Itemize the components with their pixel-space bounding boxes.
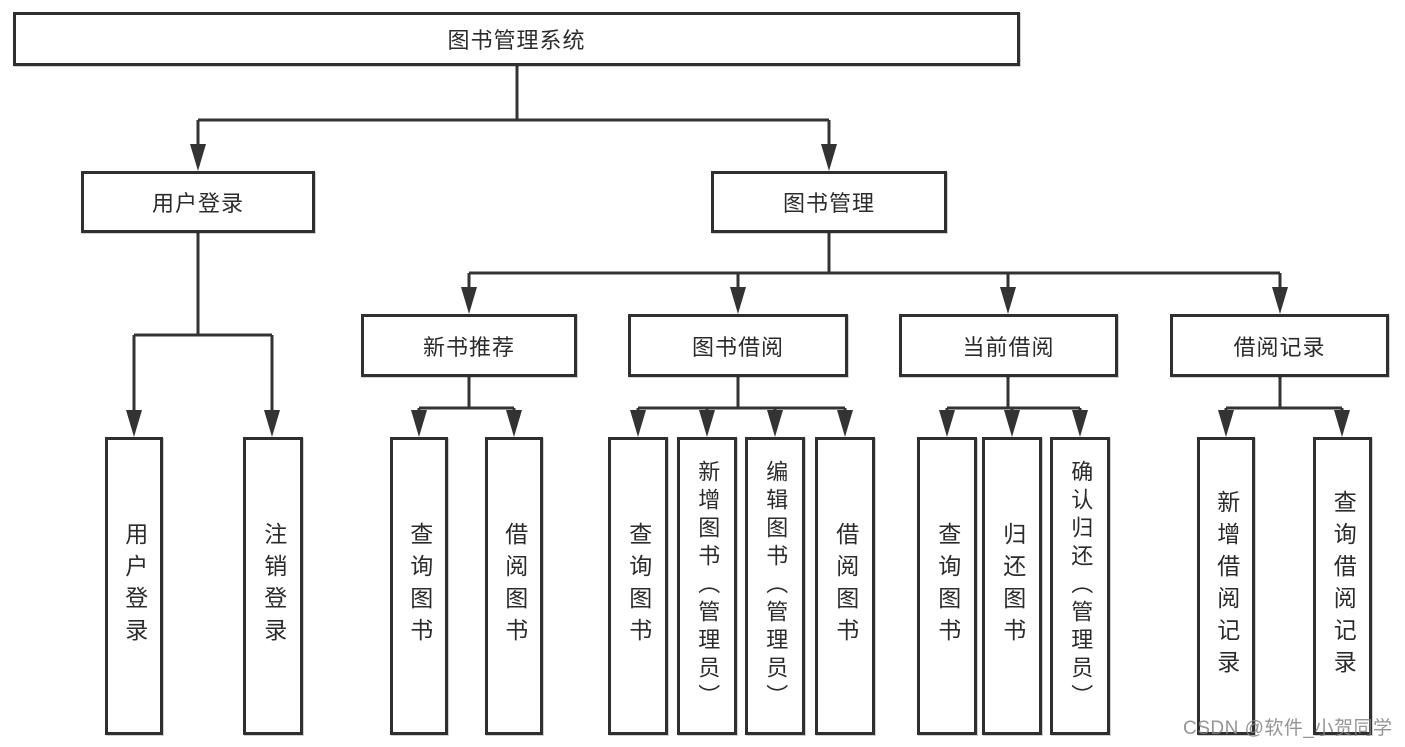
leaf-edit-book-admin: 编辑图书（管理员）	[745, 437, 805, 735]
node-borrow-records-label: 借阅记录	[1233, 334, 1326, 360]
leaf-return-book: 归还图书	[982, 437, 1042, 735]
leaf-borrow-query-book: 查询图书	[608, 437, 668, 735]
leaf-confirm-return-admin: 确认归还（管理员）	[1050, 437, 1110, 735]
leaf-add-borrow-record-label: 新增借阅记录	[1213, 490, 1240, 682]
leaf-user-login: 用户登录	[105, 437, 163, 735]
leaf-recommend-query-book-label: 查询图书	[406, 522, 433, 650]
node-root-system: 图书管理系统	[13, 12, 1020, 66]
leaf-logout-label: 注销登录	[260, 522, 287, 650]
leaf-recommend-borrow-book-label: 借阅图书	[501, 522, 528, 650]
leaf-return-book-label: 归还图书	[999, 522, 1026, 650]
node-current-borrow: 当前借阅	[899, 314, 1118, 377]
node-root-label: 图书管理系统	[447, 28, 586, 53]
node-user-login-label: 用户登录	[151, 191, 244, 216]
csdn-watermark: CSDN @软件_小贺同学	[1183, 718, 1393, 739]
leaf-confirm-return-admin-label: 确认归还（管理员）	[1068, 460, 1094, 712]
node-book-borrow: 图书借阅	[628, 314, 848, 377]
leaf-query-borrow-record-label: 查询借阅记录	[1330, 490, 1357, 682]
node-current-borrow-label: 当前借阅	[962, 334, 1055, 360]
leaf-borrow-book-label: 借阅图书	[832, 522, 859, 650]
leaf-edit-book-admin-label: 编辑图书（管理员）	[763, 460, 789, 712]
leaf-recommend-query-book: 查询图书	[390, 437, 448, 735]
leaf-logout: 注销登录	[243, 437, 303, 735]
leaf-query-borrow-record: 查询借阅记录	[1313, 437, 1372, 735]
leaf-user-login-label: 用户登录	[121, 522, 148, 650]
node-user-login: 用户登录	[81, 171, 315, 233]
leaf-current-query-book: 查询图书	[917, 437, 977, 735]
node-book-borrow-label: 图书借阅	[691, 334, 784, 360]
leaf-current-query-book-label: 查询图书	[934, 522, 961, 650]
node-new-book-recommend-label: 新书推荐	[422, 334, 515, 360]
node-borrow-records: 借阅记录	[1170, 314, 1389, 377]
leaf-add-book-admin: 新增图书（管理员）	[677, 437, 737, 735]
leaf-add-book-admin-label: 新增图书（管理员）	[695, 460, 721, 712]
node-new-book-recommend: 新书推荐	[361, 314, 577, 377]
leaf-borrow-query-book-label: 查询图书	[625, 522, 652, 650]
leaf-borrow-book: 借阅图书	[815, 437, 875, 735]
node-book-management: 图书管理	[711, 171, 947, 233]
node-book-management-label: 图书管理	[782, 191, 875, 216]
leaf-add-borrow-record: 新增借阅记录	[1197, 437, 1255, 735]
leaf-recommend-borrow-book: 借阅图书	[485, 437, 543, 735]
